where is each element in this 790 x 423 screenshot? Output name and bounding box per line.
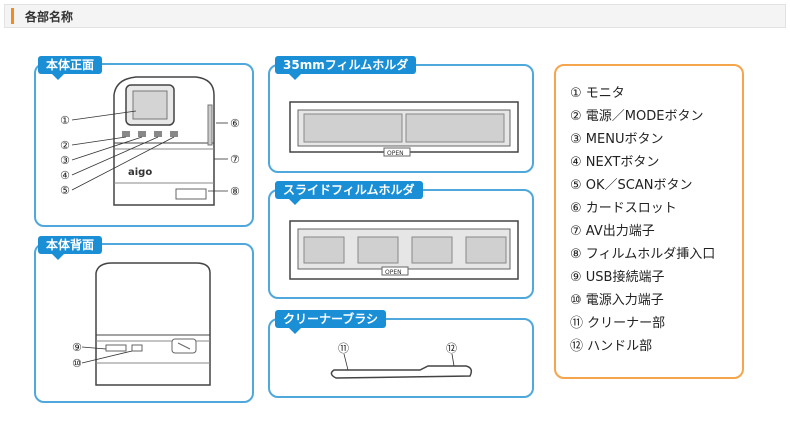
- callout-10: ⑩: [72, 357, 82, 370]
- brand-logo: aigo: [128, 167, 152, 178]
- cleaner-brush-title: クリーナーブラシ: [275, 310, 387, 334]
- callout-6: ⑥: [230, 117, 240, 130]
- legend-item-3: ③ MENUボタン: [570, 132, 664, 147]
- legend-item-6: ⑥ カードスロット: [570, 201, 677, 216]
- callout-3: ③: [60, 154, 70, 167]
- legend-item-11: ⑪ クリーナー部: [570, 316, 666, 331]
- section-header: 各部名称: [4, 4, 786, 28]
- callout-7: ⑦: [230, 153, 240, 166]
- callout-11: ⑪: [338, 342, 349, 355]
- legend-item-7: ⑦ AV出力端子: [570, 224, 655, 239]
- callout-2: ②: [60, 139, 70, 152]
- cleaner-brush-illustration: ⑪ ⑫: [330, 342, 473, 379]
- film-holder-35mm-illustration: OPEN: [289, 101, 519, 157]
- header-accent-bar: [11, 8, 14, 24]
- film-holder-35mm-panel: OPEN: [268, 64, 534, 173]
- legend-item-9: ⑨ USB接続端子: [570, 270, 665, 285]
- slide-holder-title: スライドフィルムホルダ: [275, 181, 423, 205]
- callout-8: ⑧: [230, 185, 240, 198]
- slide-holder-panel: OPEN: [268, 189, 534, 299]
- callout-9: ⑨: [72, 341, 82, 354]
- back-view-panel: ⑨ ⑩: [34, 243, 254, 403]
- front-view-title: 本体正面: [38, 56, 103, 80]
- callout-4: ④: [60, 169, 70, 182]
- legend-item-2: ② 電源／MODEボタン: [570, 109, 704, 124]
- legend-item-12: ⑫ ハンドル部: [570, 339, 653, 354]
- section-title: 各部名称: [25, 10, 74, 24]
- slide-holder-illustration: OPEN: [289, 220, 519, 280]
- legend-item-1: ① モニタ: [570, 86, 625, 101]
- callout-1: ①: [60, 114, 70, 127]
- legend-item-4: ④ NEXTボタン: [570, 155, 660, 170]
- callout-5: ⑤: [60, 184, 70, 197]
- back-view-title: 本体背面: [38, 236, 103, 260]
- front-view-panel: aigo ① ② ③ ④ ⑤ ⑥ ⑦ ⑧: [34, 63, 254, 227]
- legend-item-10: ⑩ 電源入力端子: [570, 293, 664, 308]
- callout-12: ⑫: [446, 342, 457, 355]
- legend-item-5: ⑤ OK／SCANボタン: [570, 178, 693, 193]
- front-view-illustration: aigo ① ② ③ ④ ⑤ ⑥ ⑦ ⑧: [60, 76, 240, 206]
- legend-item-8: ⑧ フィルムホルダ挿入口: [570, 247, 716, 262]
- parts-legend: ① モニタ ② 電源／MODEボタン ③ MENUボタン ④ NEXTボタン ⑤…: [554, 64, 744, 379]
- open-label-slide: OPEN: [385, 269, 402, 276]
- back-view-illustration: ⑨ ⑩: [72, 262, 211, 386]
- open-label-35mm: OPEN: [387, 150, 404, 157]
- cleaner-brush-panel: ⑪ ⑫: [268, 318, 534, 398]
- film-holder-35mm-title: 35mmフィルムホルダ: [275, 56, 417, 80]
